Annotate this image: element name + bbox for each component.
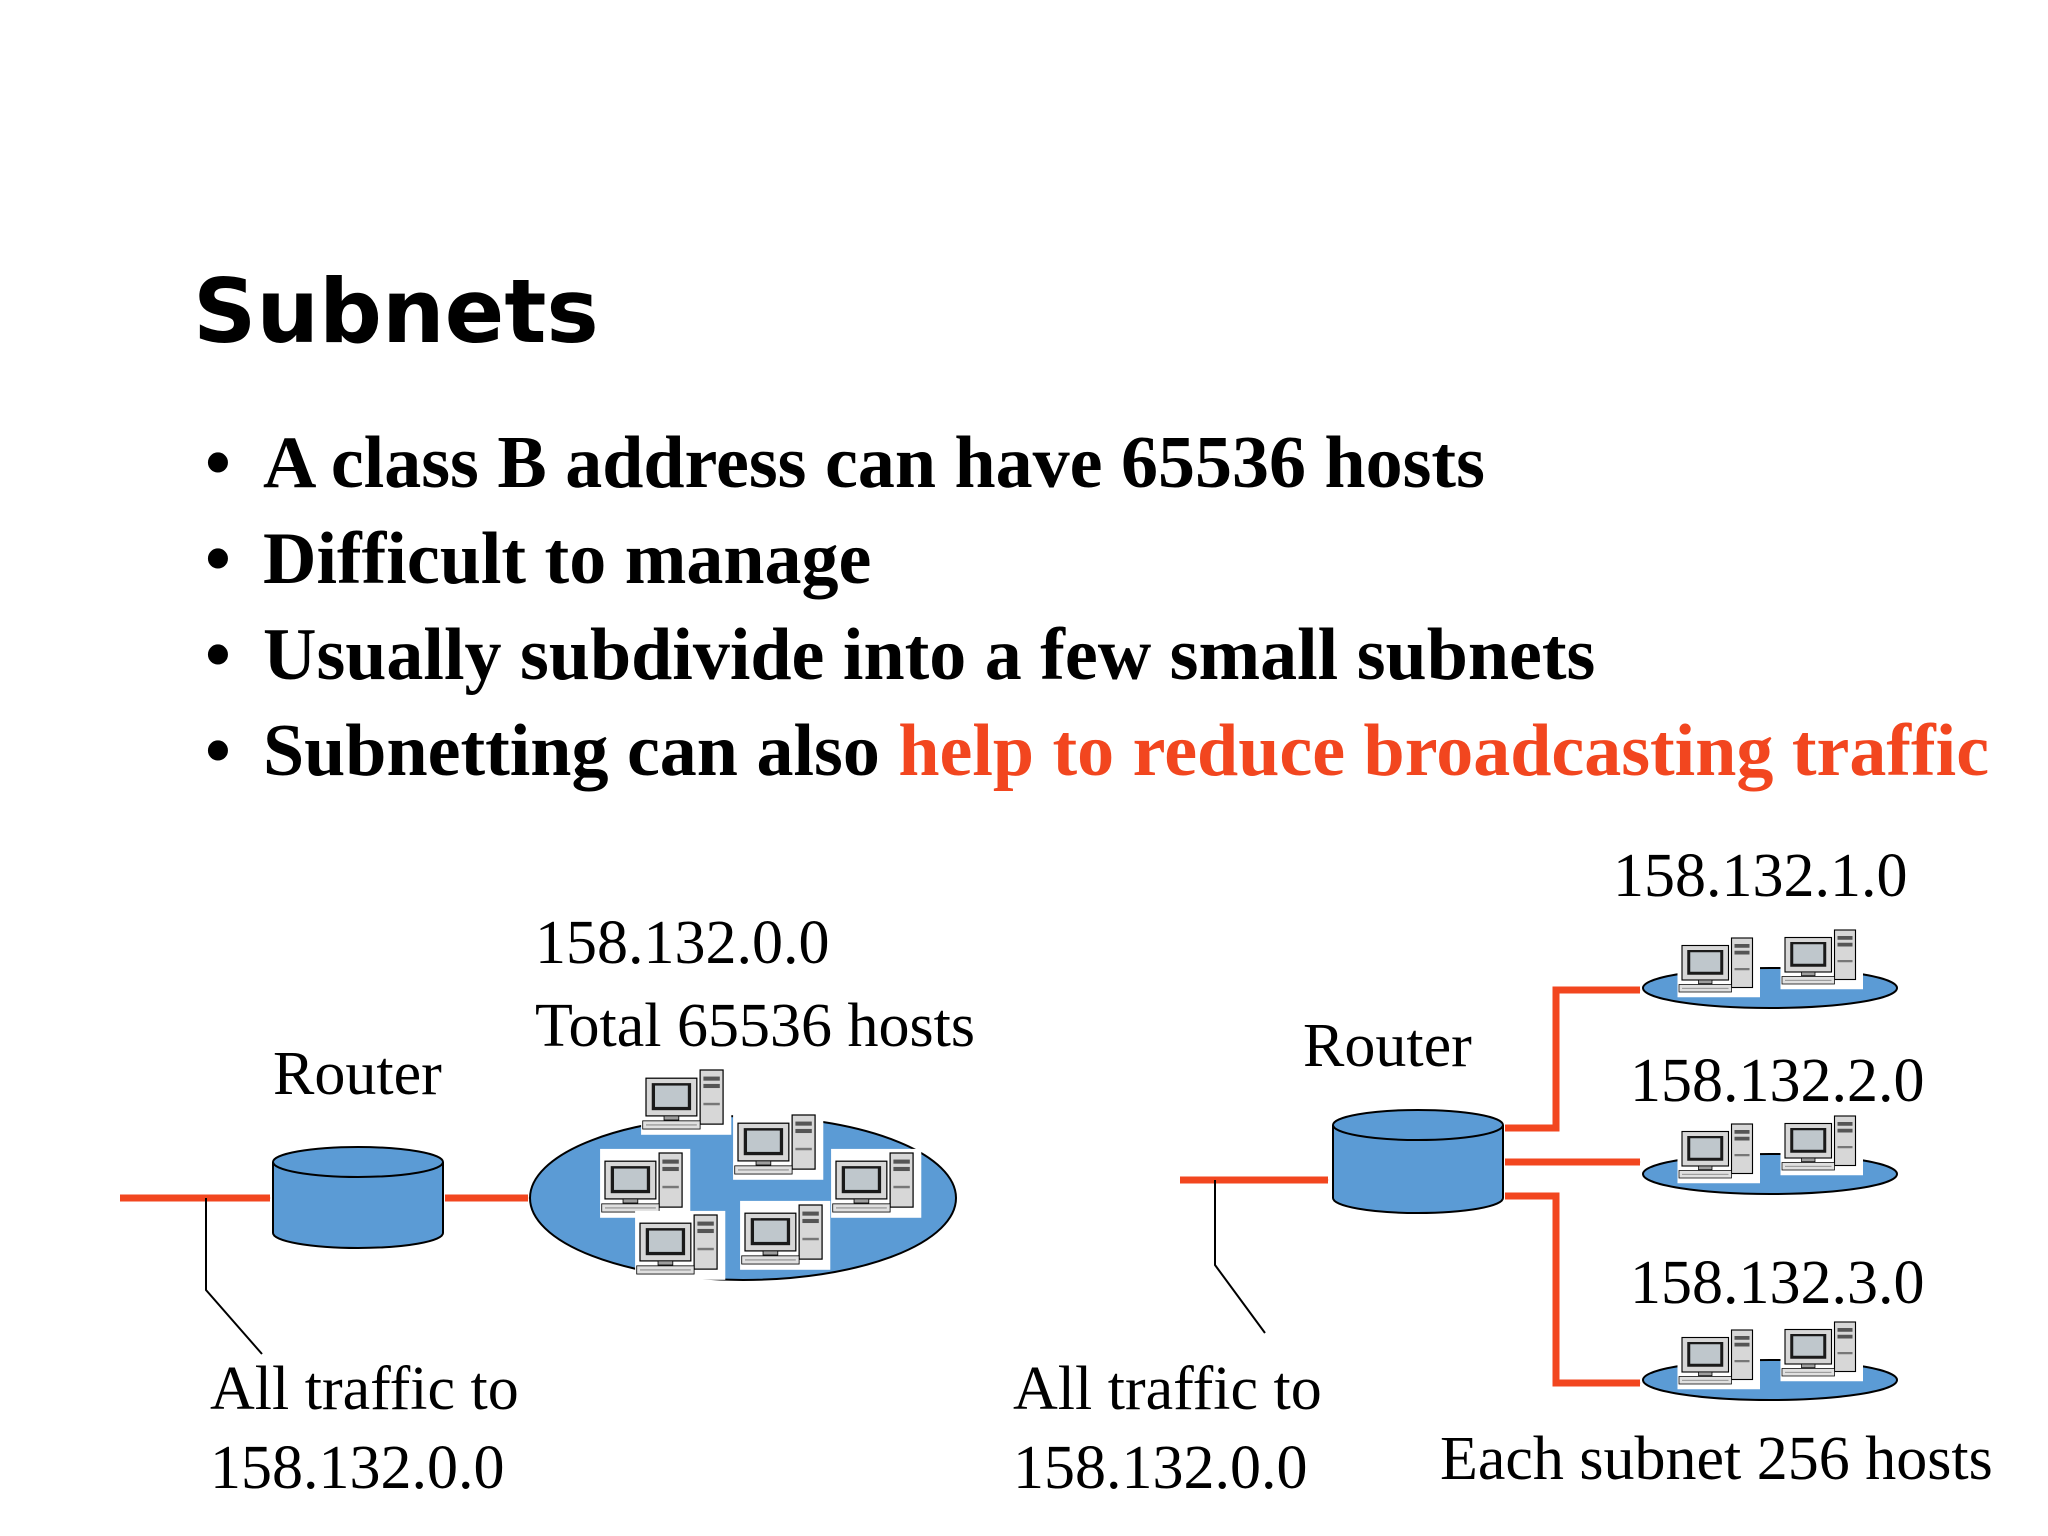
network-address-left: 158.132.0.0 [535, 909, 830, 977]
traffic-label-right-line1: All traffic to [1013, 1355, 1322, 1423]
bullet-dot: • [205, 422, 231, 504]
computer-icon [740, 1201, 830, 1270]
bullet-text: A class B address can have 65536 hosts [263, 422, 1485, 504]
callout-line-left [205, 1198, 263, 1355]
computer-icon [1678, 934, 1761, 997]
bullet-text: Difficult to manage [263, 518, 872, 600]
router-label-left: Router [273, 1040, 442, 1108]
traffic-label-right-line2: 158.132.0.0 [1013, 1434, 1308, 1502]
computer-icon [733, 1111, 823, 1180]
bullet-text: Usually subdivide into a few small subne… [263, 614, 1596, 696]
computer-icon [831, 1149, 921, 1218]
computer-icon [600, 1149, 690, 1218]
subnet-hosts-footer: Each subnet 256 hosts [1440, 1425, 1993, 1493]
subnet-1-arrow [1505, 986, 1641, 1132]
subnet-3-address: 158.132.3.0 [1630, 1249, 1925, 1317]
bullet-dot: • [205, 710, 231, 792]
callout-line-right [1214, 1180, 1266, 1334]
router-right [1332, 1109, 1504, 1214]
subnet-3-network [1642, 1318, 1898, 1401]
total-hosts-label: Total 65536 hosts [535, 992, 975, 1060]
bullet-list: •A class B address can have 65536 hosts … [205, 415, 2005, 799]
subnet-2-address: 158.132.2.0 [1630, 1047, 1925, 1115]
bullet-highlight: help to reduce broadcasting traffic [898, 710, 1990, 792]
computer-icon [641, 1066, 731, 1135]
computer-icon [1781, 926, 1864, 989]
bullet-item: • Subnetting can also help to reduce broa… [205, 703, 2005, 799]
computer-icon [635, 1211, 725, 1280]
computer-icon [1678, 1326, 1761, 1389]
bullet-dot: • [205, 518, 231, 600]
subnet-1-address: 158.132.1.0 [1613, 842, 1908, 910]
traffic-label-left-line1: All traffic to [210, 1355, 519, 1423]
subnet-1-network [1642, 926, 1898, 1009]
slide-title: Subnets [193, 260, 599, 363]
subnet-2-network [1642, 1112, 1898, 1195]
subnet-3-arrow [1505, 1192, 1641, 1387]
router-left [272, 1146, 444, 1249]
bullet-text: Subnetting can also [263, 710, 899, 792]
computer-icon [1678, 1120, 1761, 1183]
computer-icon [1781, 1318, 1864, 1381]
traffic-label-left-line2: 158.132.0.0 [210, 1434, 505, 1502]
computer-icon [1781, 1112, 1864, 1175]
router-label-right: Router [1303, 1012, 1472, 1080]
bullet-dot: • [205, 614, 231, 696]
bullet-item: • A class B address can have 65536 hosts [205, 415, 2005, 511]
bullet-item: • Usually subdivide into a few small subn… [205, 607, 2005, 703]
bullet-item: • Difficult to manage [205, 511, 2005, 607]
